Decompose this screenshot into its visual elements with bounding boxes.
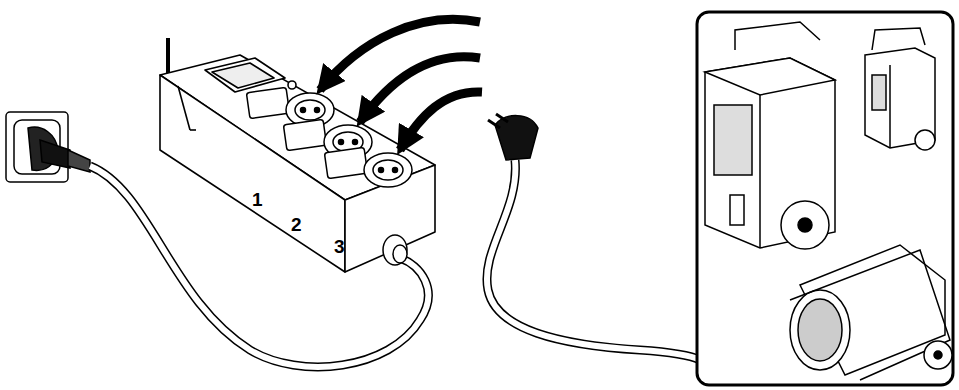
callout-number: 3 [334, 237, 345, 256]
large-dehumidifier [705, 22, 835, 249]
fan-heater [790, 245, 952, 380]
callout-number: 2 [291, 215, 302, 234]
device-cable [487, 160, 700, 360]
insert-arrows [320, 19, 482, 150]
cable-gland [383, 235, 407, 265]
device-plug [488, 114, 538, 160]
power-strip [160, 38, 435, 272]
devices-frame [697, 12, 953, 385]
callout-number: 1 [252, 190, 263, 209]
outlet-sockets [246, 87, 412, 187]
small-dehumidifier [865, 28, 935, 150]
wall-socket [6, 112, 90, 182]
device-cable-core [487, 160, 700, 360]
